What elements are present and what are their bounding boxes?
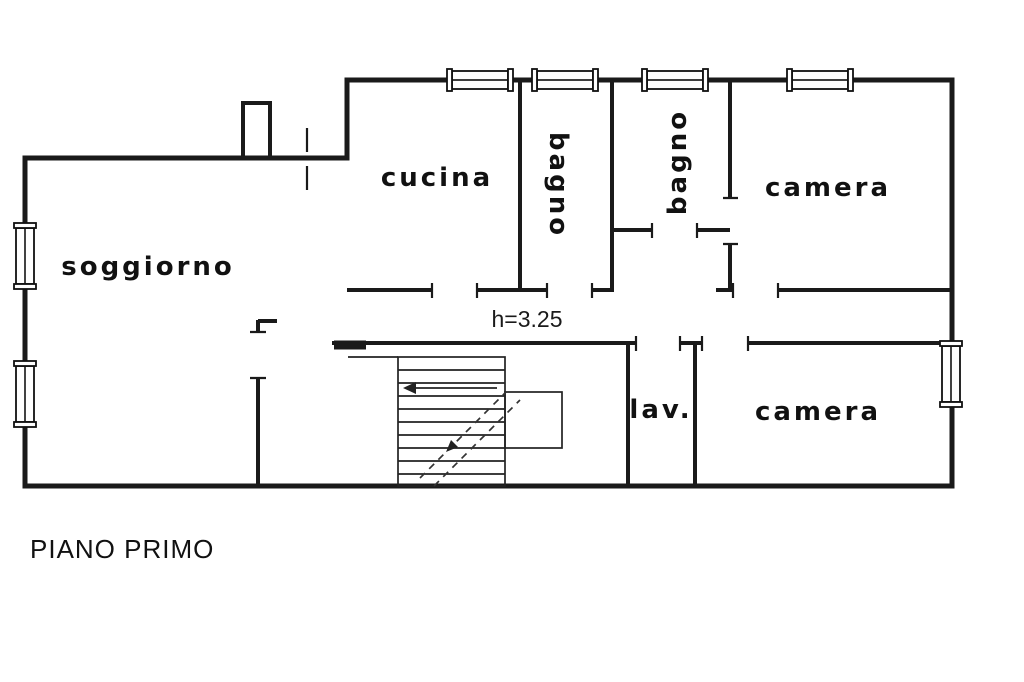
window-icon-bagno-top bbox=[531, 68, 599, 92]
window-icon-soggiorno-lower bbox=[13, 360, 37, 428]
room-label-bagno-mid: bagno bbox=[663, 109, 693, 215]
door-cucina bbox=[430, 283, 479, 298]
windows bbox=[13, 68, 963, 428]
room-label-camera-bottom: camera bbox=[755, 397, 881, 427]
walls bbox=[22, 77, 955, 489]
staircase bbox=[348, 356, 563, 487]
door-soggiorno bbox=[250, 330, 266, 380]
room-label-bagno-top: bagno bbox=[543, 132, 573, 238]
door-camera-top bbox=[731, 283, 780, 298]
height-annotation: h=3.25 bbox=[492, 306, 563, 332]
stair-dash-arrow-icon bbox=[446, 440, 458, 452]
stair-direction-arrow-icon bbox=[403, 382, 416, 394]
window-icon-bagno-mid bbox=[641, 68, 709, 92]
window-icon-soggiorno-upper bbox=[13, 222, 37, 290]
room-label-lav: lav. bbox=[629, 395, 692, 425]
window-icon-cucina bbox=[446, 68, 514, 92]
window-icon-camera-top bbox=[786, 68, 854, 92]
labels: soggiorno cucina bagno bagno camera came… bbox=[30, 109, 891, 564]
outer-wall bbox=[22, 77, 955, 489]
door-bagno-top bbox=[545, 283, 594, 298]
room-label-cucina: cucina bbox=[381, 163, 493, 193]
stair-landing bbox=[504, 391, 563, 449]
door-lav bbox=[634, 336, 682, 351]
door-bagno-camera bbox=[723, 196, 738, 246]
door-camera-bottom bbox=[700, 336, 750, 351]
window-icon-camera-bottom bbox=[939, 340, 963, 408]
door-bagno-mid bbox=[650, 223, 699, 238]
door-openings bbox=[250, 128, 780, 380]
wall-step bbox=[241, 101, 272, 160]
room-label-camera-top: camera bbox=[765, 173, 891, 203]
wall-soggiorno-right bbox=[256, 319, 277, 486]
floor-title: PIANO PRIMO bbox=[30, 534, 214, 564]
room-label-soggiorno: soggiorno bbox=[61, 252, 235, 282]
